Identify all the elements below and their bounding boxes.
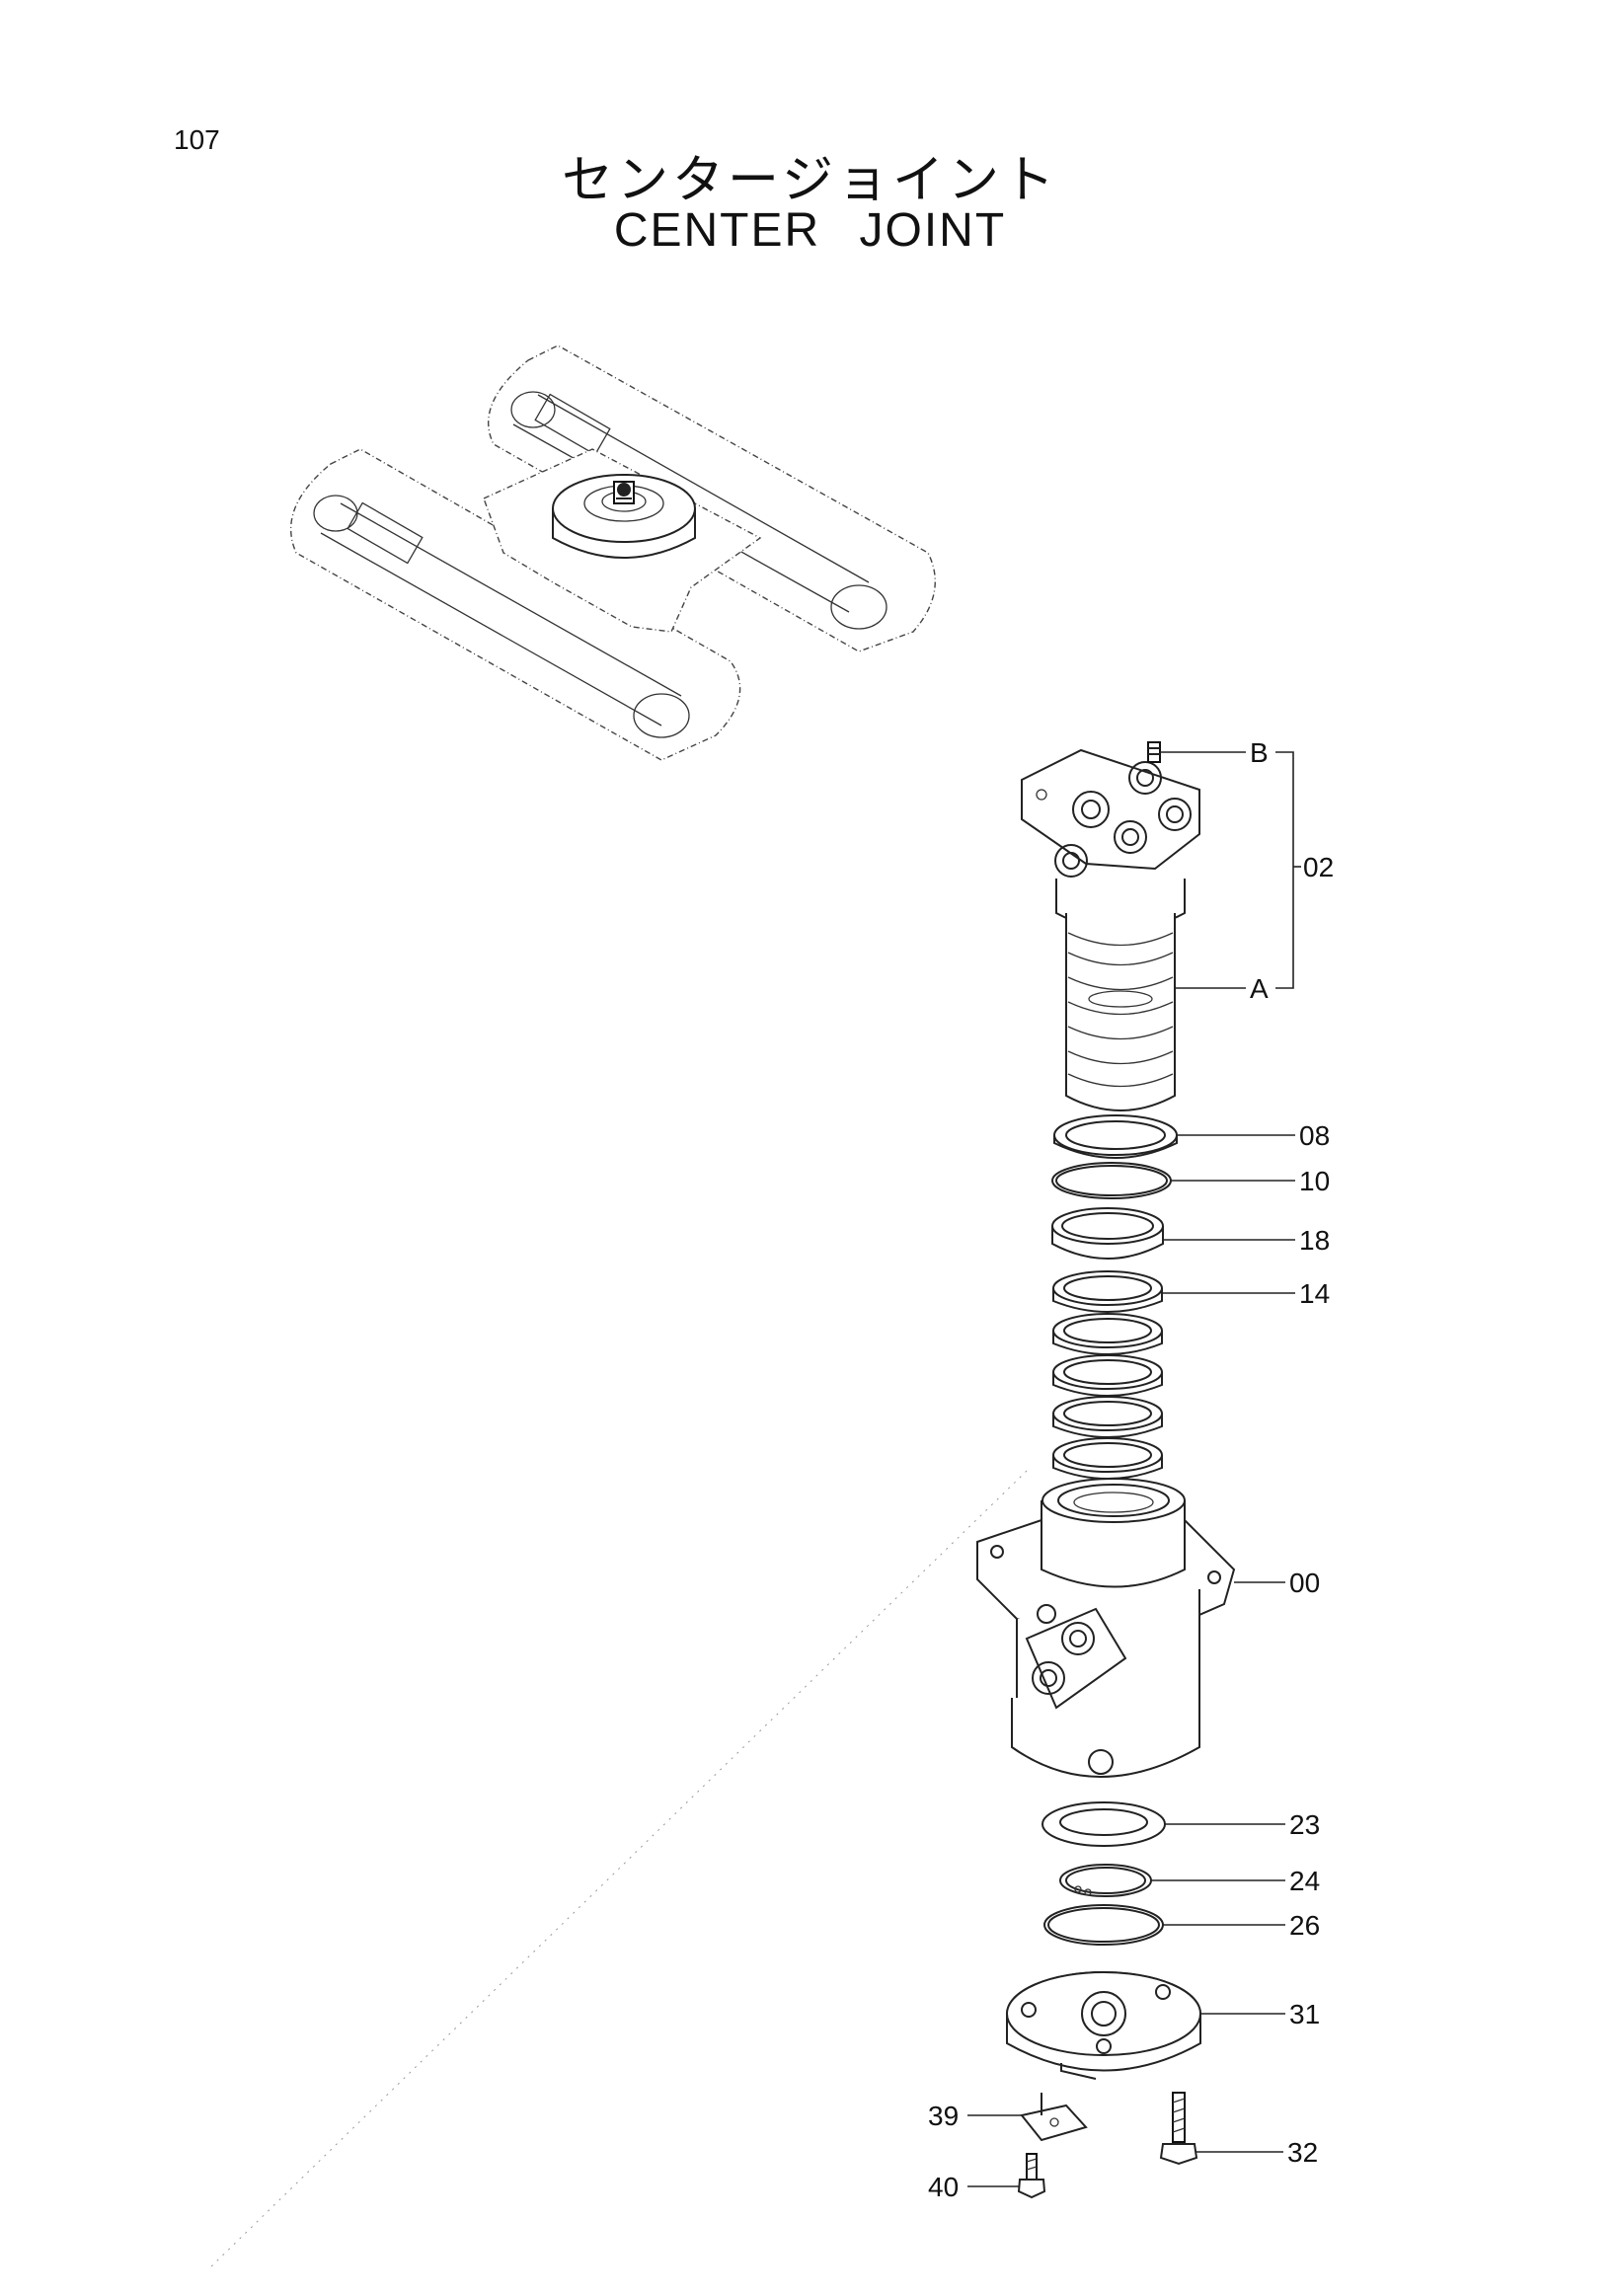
leader-lines [967,751,1301,2187]
body-00 [976,1478,1236,1778]
oring-10 [1051,1162,1172,1199]
ring-18 [1051,1207,1164,1260]
oring-26 [1043,1904,1164,1946]
undercarriage-frame [289,344,936,761]
bolt-32 [1159,2092,1198,2166]
callout-18: 18 [1299,1225,1330,1256]
page-number: 107 [174,124,220,155]
title-english: CENTER JOINT [613,204,1007,257]
callout-a: A [1250,973,1269,1004]
callout-14: 14 [1299,1278,1330,1309]
seal-stack-14 [1052,1270,1163,1480]
plate-39 [1020,2093,1088,2142]
snap-ring-24 [1059,1864,1152,1897]
cover-31 [1006,1971,1201,2080]
callout-32: 32 [1287,2137,1318,2168]
callout-02: 02 [1303,852,1334,882]
callout-00: 00 [1289,1568,1320,1598]
bolt-40 [1017,2153,1046,2199]
spindle [1055,879,1186,1111]
callout-23: 23 [1289,1809,1320,1840]
callout-39: 39 [928,2101,959,2131]
rotor-cover [1021,741,1200,878]
center-joint-assembly [976,741,1236,2199]
callout-08: 08 [1299,1120,1330,1151]
callout-10: 10 [1299,1166,1330,1196]
callout-40: 40 [928,2172,959,2202]
callout-26: 26 [1289,1910,1320,1941]
ring-08 [1053,1114,1178,1159]
seal-23 [1041,1801,1166,1847]
guide-line [206,1470,1028,2271]
callout-b: B [1250,737,1269,768]
callout-31: 31 [1289,1999,1320,2029]
title-japanese: センタージョイント [562,151,1058,210]
callout-24: 24 [1289,1866,1320,1896]
